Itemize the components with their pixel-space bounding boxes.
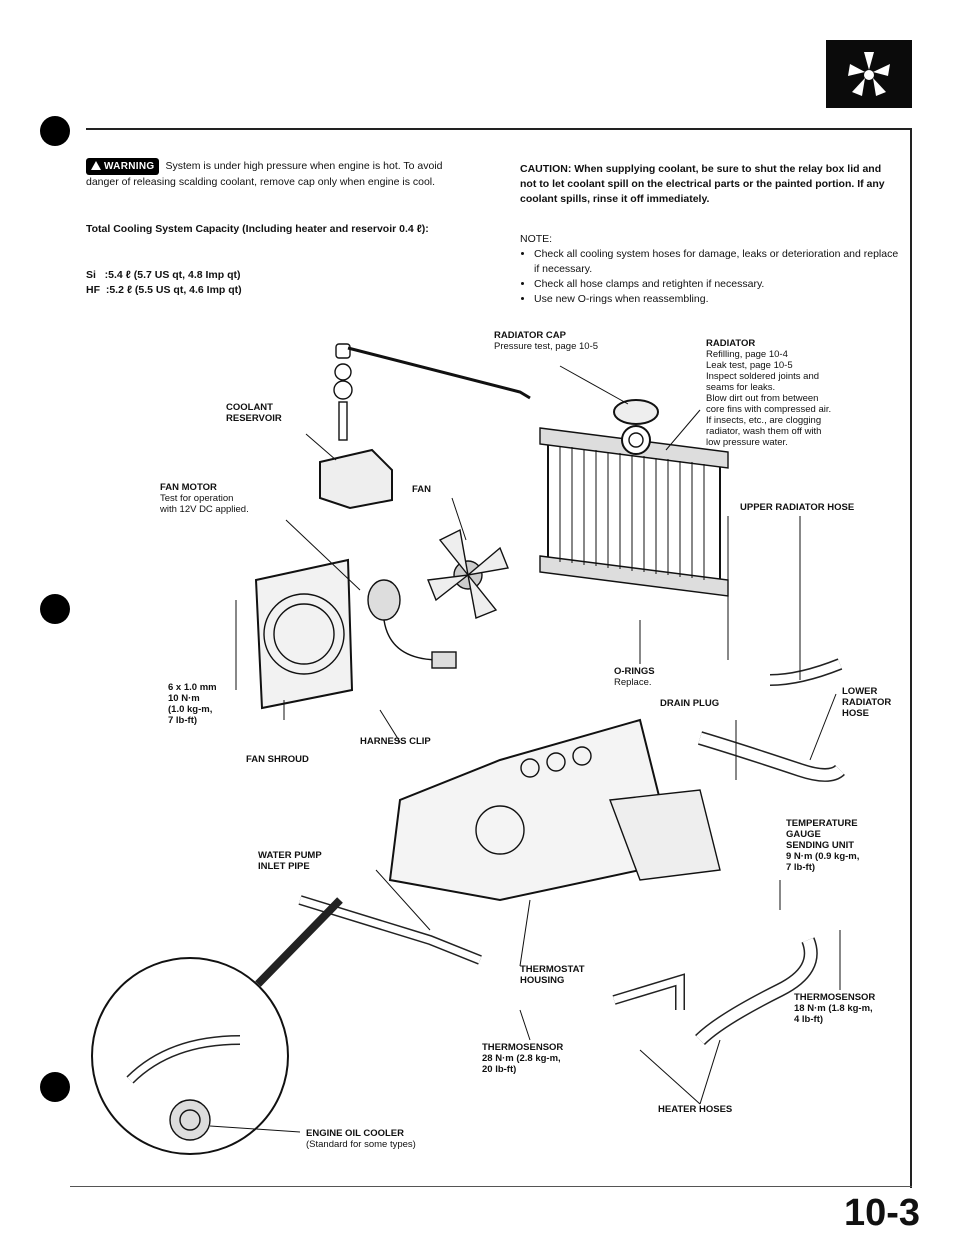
capacity-hf: HF :5.2 ℓ (5.5 US qt, 4.6 Imp qt) [86,284,242,296]
label-temperature-gauge-sending-unit: TEMPERATURE GAUGE SENDING UNIT 9 N·m (0.… [786,818,860,873]
label-radiator: RADIATOR Refilling, page 10-4 Leak test,… [706,338,832,448]
warning-badge: WARNING [86,158,160,175]
oil-cooler-callout-circle [91,957,289,1155]
section-tab-cooling [826,40,912,108]
oil-cooler-drawing [169,1099,211,1141]
binder-hole [40,594,70,624]
note-list: Check all cooling system hoses for damag… [520,247,900,307]
binder-hole [40,116,70,146]
label-thermostat-housing: THERMOSTAT HOUSING [520,964,585,986]
note-title: NOTE: [520,233,553,245]
footer-rule [70,1186,912,1187]
label-fan-motor: FAN MOTOR Test for operation with 12V DC… [160,482,249,515]
label-coolant-reservoir: COOLANT RESERVOIR [226,402,282,424]
label-drain-plug: DRAIN PLUG [660,698,720,709]
warning-text: System is under high pressure when engin… [86,160,443,188]
label-thermosensor-right: THERMOSENSOR 18 N·m (1.8 kg-m, 4 lb-ft) [794,992,876,1025]
fan-drawing [427,528,509,619]
label-harness-clip: HARNESS CLIP [360,736,431,747]
fan-motor-drawing [367,579,401,621]
note-item: Check all hose clamps and retighten if n… [534,277,900,292]
label-water-pump-inlet-pipe: WATER PUMP INLET PIPE [258,850,322,872]
binder-hole [40,1072,70,1102]
radiator-drawing [539,425,729,597]
label-engine-oil-cooler: ENGINE OIL COOLER (Standard for some typ… [306,1128,416,1150]
note-block: NOTE: Check all cooling system hoses for… [520,232,900,307]
label-torque-6x1: 6 x 1.0 mm 10 N·m (1.0 kg-m, 7 lb-ft) [168,682,217,726]
radiator-cap-drawing [613,399,659,425]
warning-triangle-icon [91,161,101,170]
fan-shroud-drawing [254,558,354,710]
capacity-si: Si :5.4 ℓ (5.7 US qt, 4.8 Imp qt) [86,269,241,281]
header-rule [86,128,912,130]
note-item: Check all cooling system hoses for damag… [534,247,900,277]
label-thermosensor-bottom: THERMOSENSOR 28 N·m (2.8 kg-m, 20 lb-ft) [482,1042,564,1075]
engine-drawing [388,718,721,902]
label-lower-radiator-hose: LOWER RADIATOR HOSE [842,686,892,719]
coolant-reservoir-drawing [319,343,393,510]
label-radiator-cap: RADIATOR CAP Pressure test, page 10-5 [494,330,599,352]
label-upper-radiator-hose: UPPER RADIATOR HOSE [740,502,855,513]
note-item: Use new O-rings when reassembling. [534,292,900,307]
capacity-title: Total Cooling System Capacity (Including… [86,223,429,235]
caution-text: CAUTION: When supplying coolant, be sure… [520,163,885,205]
cooling-fan-icon [848,52,890,96]
label-heater-hoses: HEATER HOSES [658,1104,733,1115]
side-rule [910,128,912,1188]
label-o-rings: O-RINGS Replace. [614,666,655,688]
label-fan: FAN [412,484,431,495]
page-number: 10-3 [843,1192,920,1234]
label-fan-shroud: FAN SHROUD [246,754,309,765]
